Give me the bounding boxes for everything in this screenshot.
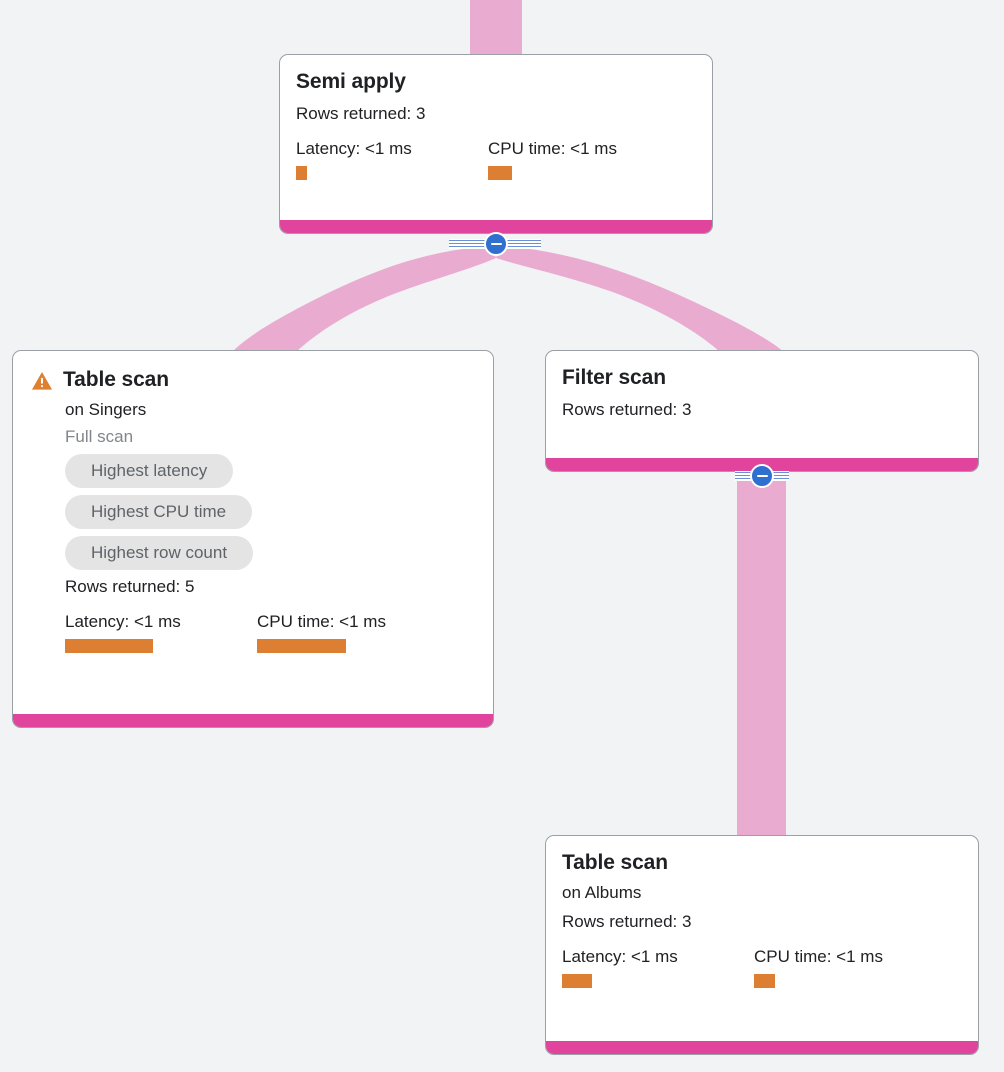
node-table-scan-albums-rows-returned: Rows returned: 3 (562, 912, 692, 931)
node-table-scan-albums-subtitle: on Albums (562, 883, 642, 902)
edge-semi-apply-to-table-scan-singers (232, 246, 496, 352)
node-table-scan-albums-cpu-time-label: CPU time: <1 ms (754, 947, 883, 966)
node-table-scan-singers-details: on Singers Full scan Highest latency Hig… (31, 396, 475, 653)
node-semi-apply-cpu-time-label: CPU time: <1 ms (488, 139, 617, 158)
node-table-scan-albums-title: Table scan (562, 851, 668, 874)
node-table-scan-albums-metric-latency: Latency: <1 ms (562, 946, 754, 988)
node-table-scan-singers-scan-type: Full scan (65, 427, 134, 446)
node-semi-apply[interactable]: Semi apply Rows returned: 3 Latency: <1 … (279, 54, 713, 234)
node-semi-apply-rows-returned: Rows returned: 3 (296, 104, 426, 123)
edge-root-to-semi-apply (470, 0, 522, 58)
node-semi-apply-title: Semi apply (296, 70, 406, 93)
node-filter-scan-title-row: Filter scan (562, 365, 962, 391)
node-table-scan-singers-rows-returned: Rows returned: 5 (65, 577, 195, 596)
node-semi-apply-metric-cpu-time: CPU time: <1 ms (488, 138, 617, 180)
node-semi-apply-metrics: Latency: <1 ms CPU time: <1 ms (296, 138, 696, 180)
collapse-toggle-filter-scan[interactable] (750, 464, 774, 488)
node-semi-apply-metric-latency: Latency: <1 ms (296, 138, 488, 180)
node-table-scan-singers-latency-label: Latency: <1 ms (65, 612, 181, 631)
node-table-scan-singers[interactable]: Table scan on Singers Full scan Highest … (12, 350, 494, 728)
node-table-scan-singers-body: Table scan on Singers Full scan Highest … (13, 351, 493, 714)
node-semi-apply-latency-label: Latency: <1 ms (296, 139, 412, 158)
node-table-scan-albums-accent-bar (546, 1041, 978, 1054)
chip-highest-cpu-time: Highest CPU time (65, 495, 253, 529)
chip-highest-latency: Highest latency (65, 454, 234, 488)
node-table-scan-albums-latency-bar (562, 974, 592, 988)
node-table-scan-albums[interactable]: Table scan on Albums Rows returned: 3 La… (545, 835, 979, 1055)
edge-semi-apply-to-filter-scan (496, 246, 784, 352)
warning-triangle-icon (31, 372, 53, 390)
node-table-scan-singers-metric-cpu-time: CPU time: <1 ms (257, 611, 386, 653)
node-filter-scan-body: Filter scan Rows returned: 3 (546, 351, 978, 458)
node-table-scan-singers-cpu-time-bar (257, 639, 346, 653)
node-table-scan-singers-latency-bar (65, 639, 153, 653)
node-table-scan-singers-title: Table scan (63, 368, 169, 391)
chip-highest-row-count: Highest row count (65, 536, 254, 570)
node-table-scan-albums-metrics: Latency: <1 ms CPU time: <1 ms (562, 946, 962, 988)
node-semi-apply-cpu-time-bar (488, 166, 512, 180)
collapse-toggle-semi-apply[interactable] (484, 232, 508, 256)
node-table-scan-singers-cpu-time-label: CPU time: <1 ms (257, 612, 386, 631)
node-table-scan-singers-subtitle: on Singers (65, 400, 147, 419)
node-filter-scan[interactable]: Filter scan Rows returned: 3 (545, 350, 979, 472)
node-table-scan-singers-metrics: Latency: <1 ms CPU time: <1 ms (65, 611, 475, 653)
node-table-scan-singers-accent-bar (13, 714, 493, 727)
node-filter-scan-rows-returned: Rows returned: 3 (562, 400, 692, 419)
node-semi-apply-title-row: Semi apply (296, 69, 696, 95)
node-table-scan-singers-title-row: Table scan (31, 367, 475, 393)
node-table-scan-albums-title-row: Table scan (562, 850, 962, 876)
node-semi-apply-accent-bar (280, 220, 712, 233)
node-filter-scan-title: Filter scan (562, 366, 666, 389)
node-semi-apply-body: Semi apply Rows returned: 3 Latency: <1 … (280, 55, 712, 220)
node-table-scan-albums-cpu-time-bar (754, 974, 775, 988)
node-semi-apply-latency-bar (296, 166, 307, 180)
node-table-scan-singers-metric-latency: Latency: <1 ms (65, 611, 257, 653)
edge-filter-scan-to-table-scan-albums (737, 466, 786, 841)
node-table-scan-albums-latency-label: Latency: <1 ms (562, 947, 678, 966)
node-table-scan-albums-body: Table scan on Albums Rows returned: 3 La… (546, 836, 978, 1041)
node-table-scan-albums-metric-cpu-time: CPU time: <1 ms (754, 946, 883, 988)
node-table-scan-singers-chips: Highest latency Highest CPU time Highest… (65, 454, 475, 570)
